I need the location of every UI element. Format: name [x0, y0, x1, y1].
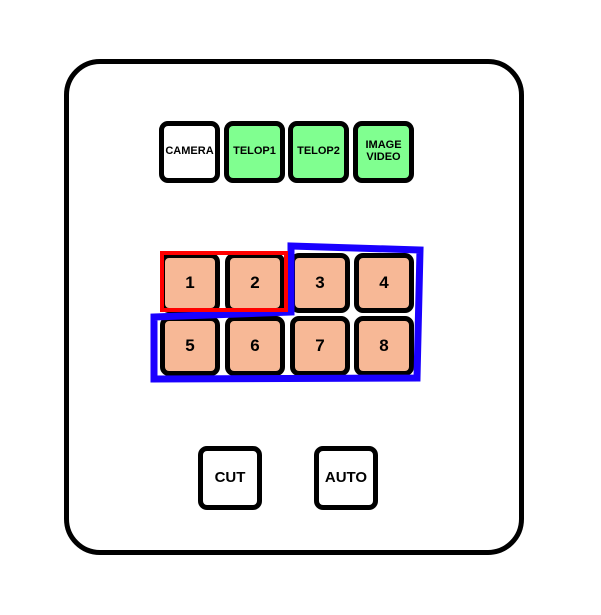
telop2-button[interactable]: TELOP2 — [288, 121, 349, 183]
number-button-7[interactable]: 7 — [290, 316, 350, 376]
number-button-3[interactable]: 3 — [290, 253, 350, 313]
number-button-8[interactable]: 8 — [354, 316, 414, 376]
number-button-5[interactable]: 5 — [160, 316, 220, 376]
number-button-2[interactable]: 2 — [225, 253, 285, 313]
number-button-1[interactable]: 1 — [160, 253, 220, 313]
number-button-4[interactable]: 4 — [354, 253, 414, 313]
telop1-button[interactable]: TELOP1 — [224, 121, 285, 183]
number-button-6[interactable]: 6 — [225, 316, 285, 376]
cut-button[interactable]: CUT — [198, 446, 262, 510]
camera-button[interactable]: CAMERA — [159, 121, 220, 183]
image-video-button[interactable]: IMAGE VIDEO — [353, 121, 414, 183]
auto-button[interactable]: AUTO — [314, 446, 378, 510]
